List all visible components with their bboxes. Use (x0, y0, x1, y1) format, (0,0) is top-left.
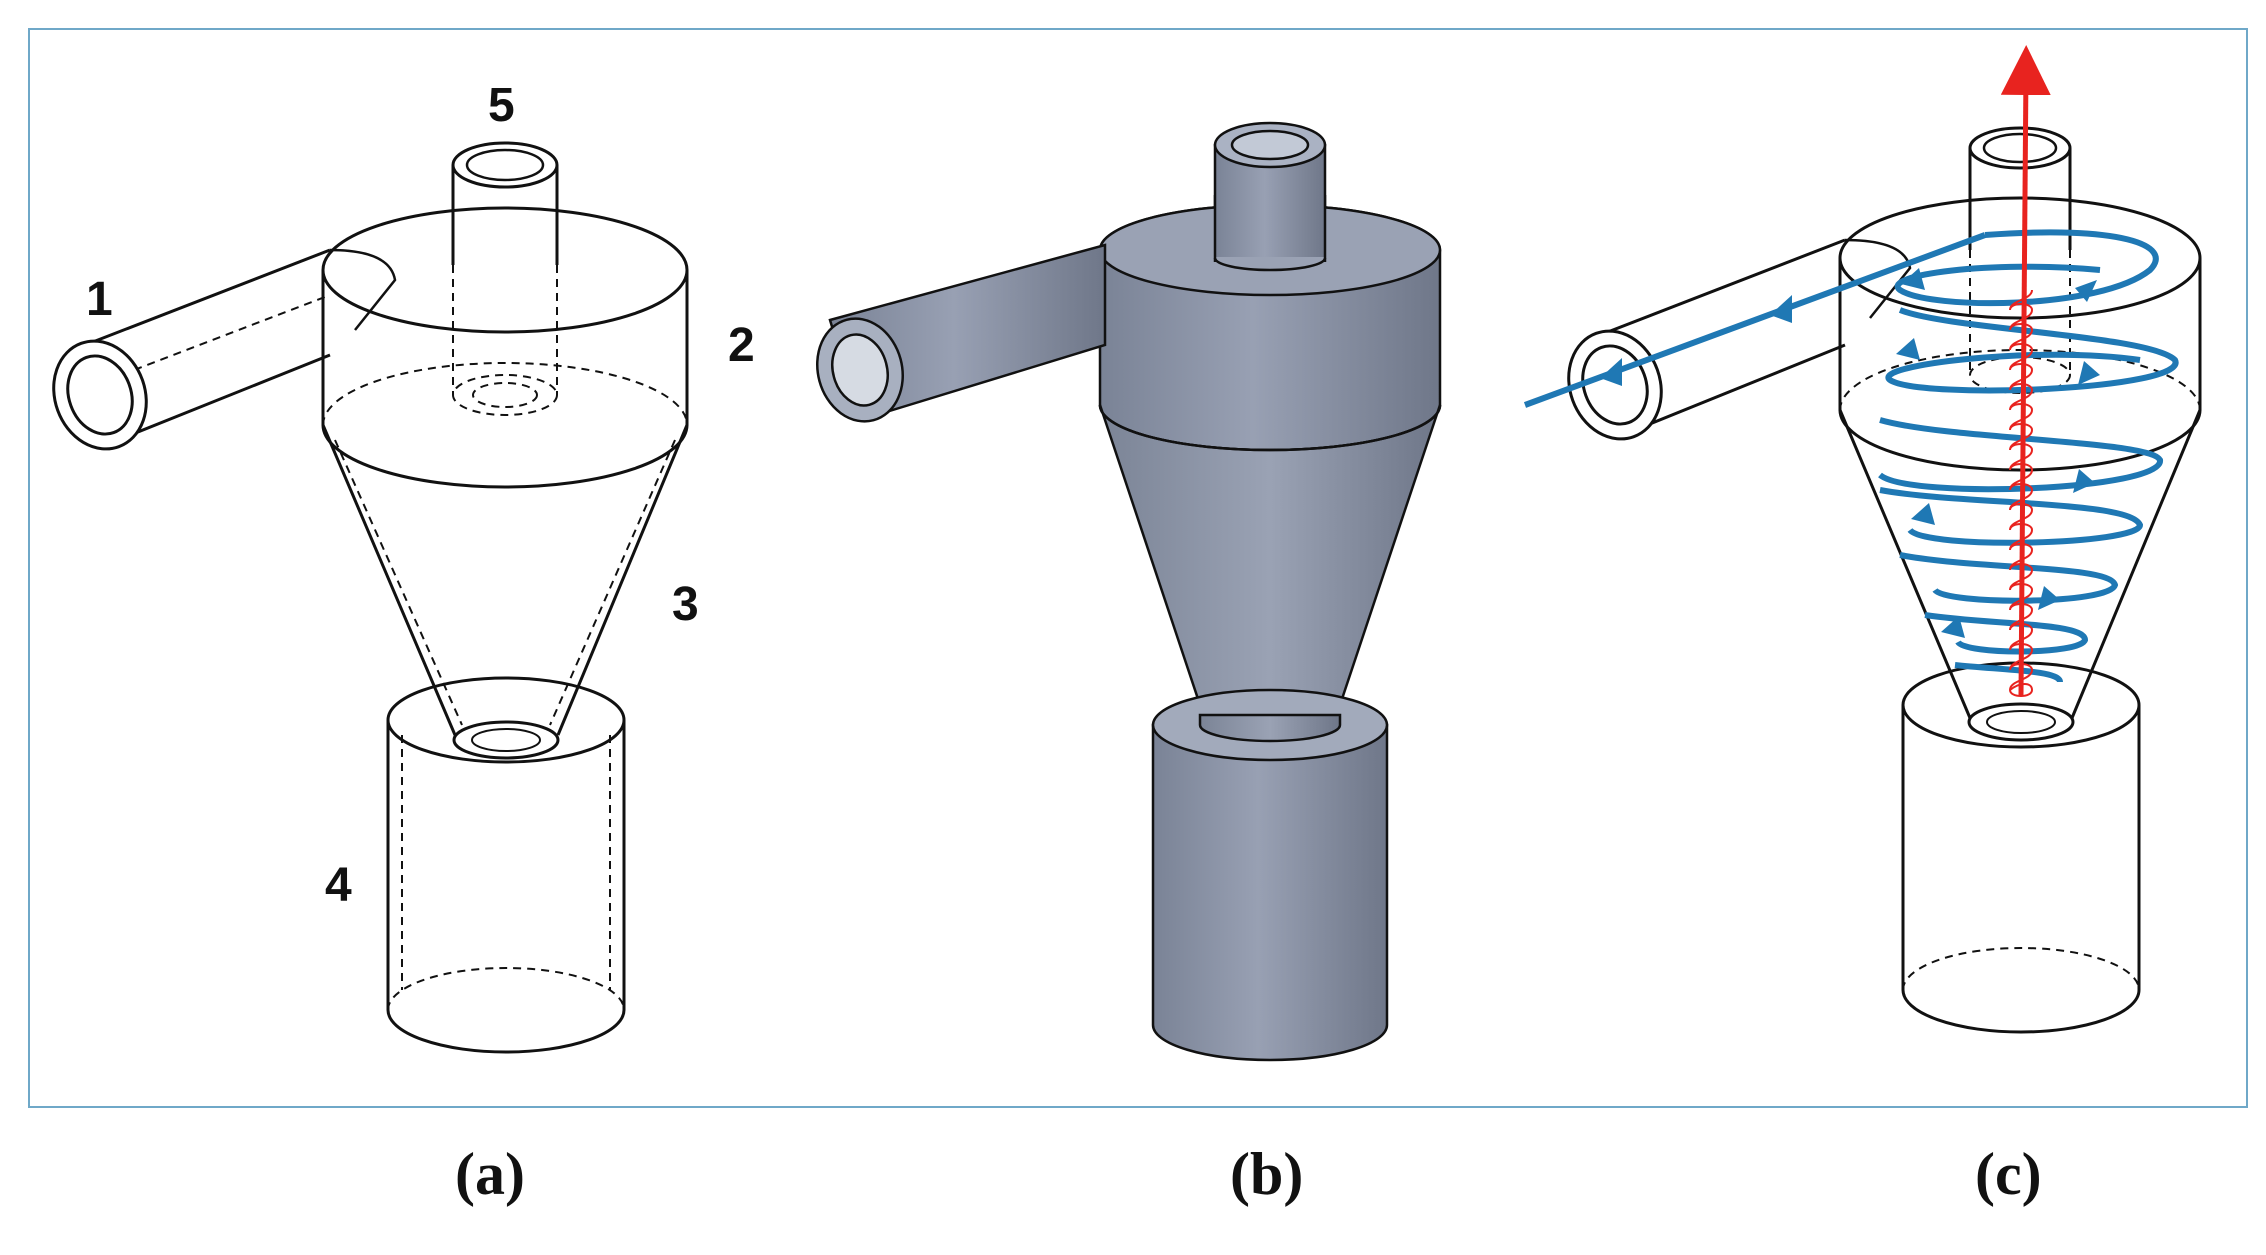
inner-vortex-arrow (2000, 45, 2051, 696)
label-part-2: 2 (728, 319, 755, 372)
cyclone-wireframe (52, 141, 689, 1054)
solid-cone (1098, 404, 1442, 727)
caption-a: (a) (455, 1141, 525, 1207)
flow-dust-collector (1901, 661, 2141, 1034)
caption-b: (b) (1230, 1141, 1304, 1207)
cyclone-flow-pattern (1523, 45, 2202, 1034)
figure-frame (28, 28, 2248, 1108)
label-part-5: 5 (488, 79, 515, 132)
inlet-pipe (52, 248, 397, 451)
outer-vortex-spiral (1523, 229, 2179, 684)
outer-vortex-arrows (1600, 268, 2100, 638)
caption-c: (c) (1975, 1141, 2042, 1207)
label-part-3: 3 (672, 578, 699, 631)
outlet-pipe (451, 141, 559, 416)
dust-collector (386, 676, 626, 1054)
label-part-1: 1 (86, 273, 113, 326)
cone-section (321, 424, 689, 760)
solid-cylinder-body (1098, 195, 1442, 452)
solid-inlet-pipe (816, 243, 1107, 423)
flow-cylinder-body (1838, 196, 2202, 472)
flow-cone (1838, 409, 2202, 742)
cylinder-body (321, 206, 689, 489)
cyclone-solid (816, 121, 1442, 1062)
label-part-4: 4 (325, 859, 352, 912)
flow-inlet-pipe (1567, 238, 1912, 441)
solid-dust-collector (1151, 688, 1389, 1062)
